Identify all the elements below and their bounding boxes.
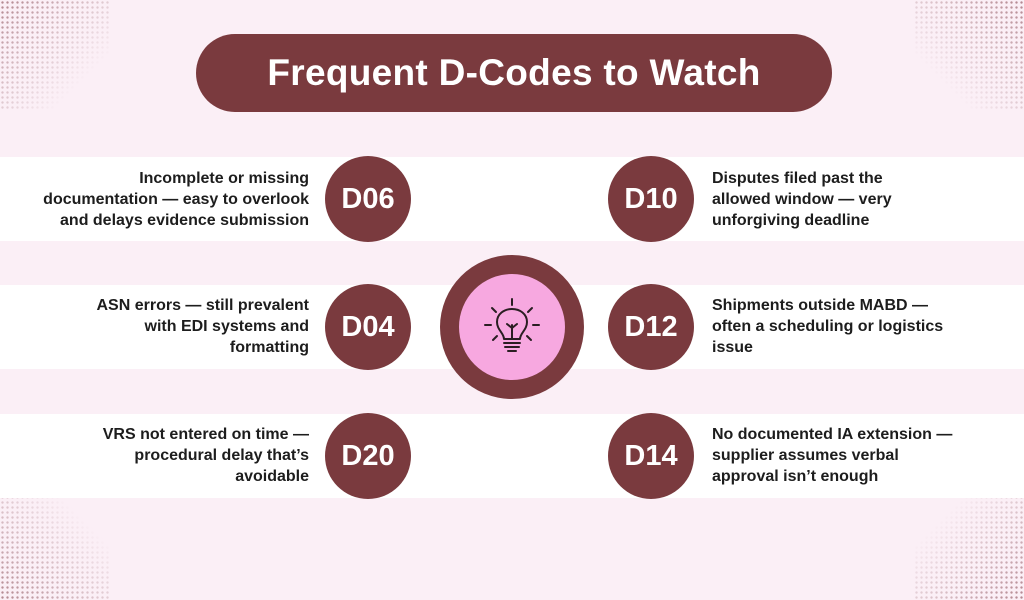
code-description: Shipments outside MABD — often a schedul… [712, 295, 1012, 358]
code-description: Incomplete or missing documentation — ea… [9, 168, 309, 231]
code-description: No documented IA extension — supplier as… [712, 424, 1012, 487]
page-title-text: Frequent D-Codes to Watch [267, 52, 761, 93]
code-label: D14 [624, 439, 678, 472]
code-description: VRS not entered on time — procedural del… [9, 424, 309, 487]
description-line: Shipments outside MABD — [712, 297, 929, 314]
code-description: Disputes filed past the allowed window —… [712, 168, 1012, 231]
description-line: issue [712, 339, 753, 356]
description-line: procedural delay that’s [134, 447, 309, 464]
description-line: No documented IA extension — [712, 426, 953, 443]
description-line: avoidable [235, 468, 309, 485]
description-line: VRS not entered on time — [102, 426, 309, 443]
description-line: and delays evidence submission [60, 212, 309, 229]
code-label: D04 [341, 310, 395, 343]
description-line: unforgiving deadline [712, 212, 870, 229]
code-label: D12 [624, 310, 678, 343]
row-band [0, 157, 1024, 241]
description-line: documentation — easy to overlook [43, 191, 309, 208]
corner-dot-pattern [914, 490, 1024, 600]
description-line: formatting [229, 339, 309, 356]
corner-dot-pattern [0, 0, 110, 110]
code-badge-d04: D04 [325, 284, 411, 370]
description-line: Incomplete or missing [139, 170, 309, 187]
description-line: often a scheduling or logistics [712, 318, 944, 335]
code-badge-d14: D14 [608, 413, 694, 499]
page-title: Frequent D-Codes to Watch [196, 34, 832, 112]
lightbulb-icon [484, 298, 540, 352]
corner-dot-pattern [0, 490, 110, 600]
code-badge-d10: D10 [608, 156, 694, 242]
corner-dot-pattern [914, 0, 1024, 110]
code-description: ASN errors — still prevalent with EDI sy… [9, 295, 309, 358]
code-label: D06 [341, 182, 395, 215]
description-line: approval isn’t enough [712, 468, 879, 485]
code-label: D20 [341, 439, 395, 472]
code-badge-d06: D06 [325, 156, 411, 242]
hub-center [459, 274, 565, 380]
code-label: D10 [624, 182, 678, 215]
description-line: supplier assumes verbal [712, 447, 899, 464]
description-line: Disputes filed past the [712, 170, 883, 187]
description-line: with EDI systems and [144, 318, 310, 335]
row-band [0, 414, 1024, 498]
description-line: allowed window — very [712, 191, 892, 208]
code-badge-d12: D12 [608, 284, 694, 370]
code-badge-d20: D20 [325, 413, 411, 499]
description-line: ASN errors — still prevalent [96, 297, 309, 314]
